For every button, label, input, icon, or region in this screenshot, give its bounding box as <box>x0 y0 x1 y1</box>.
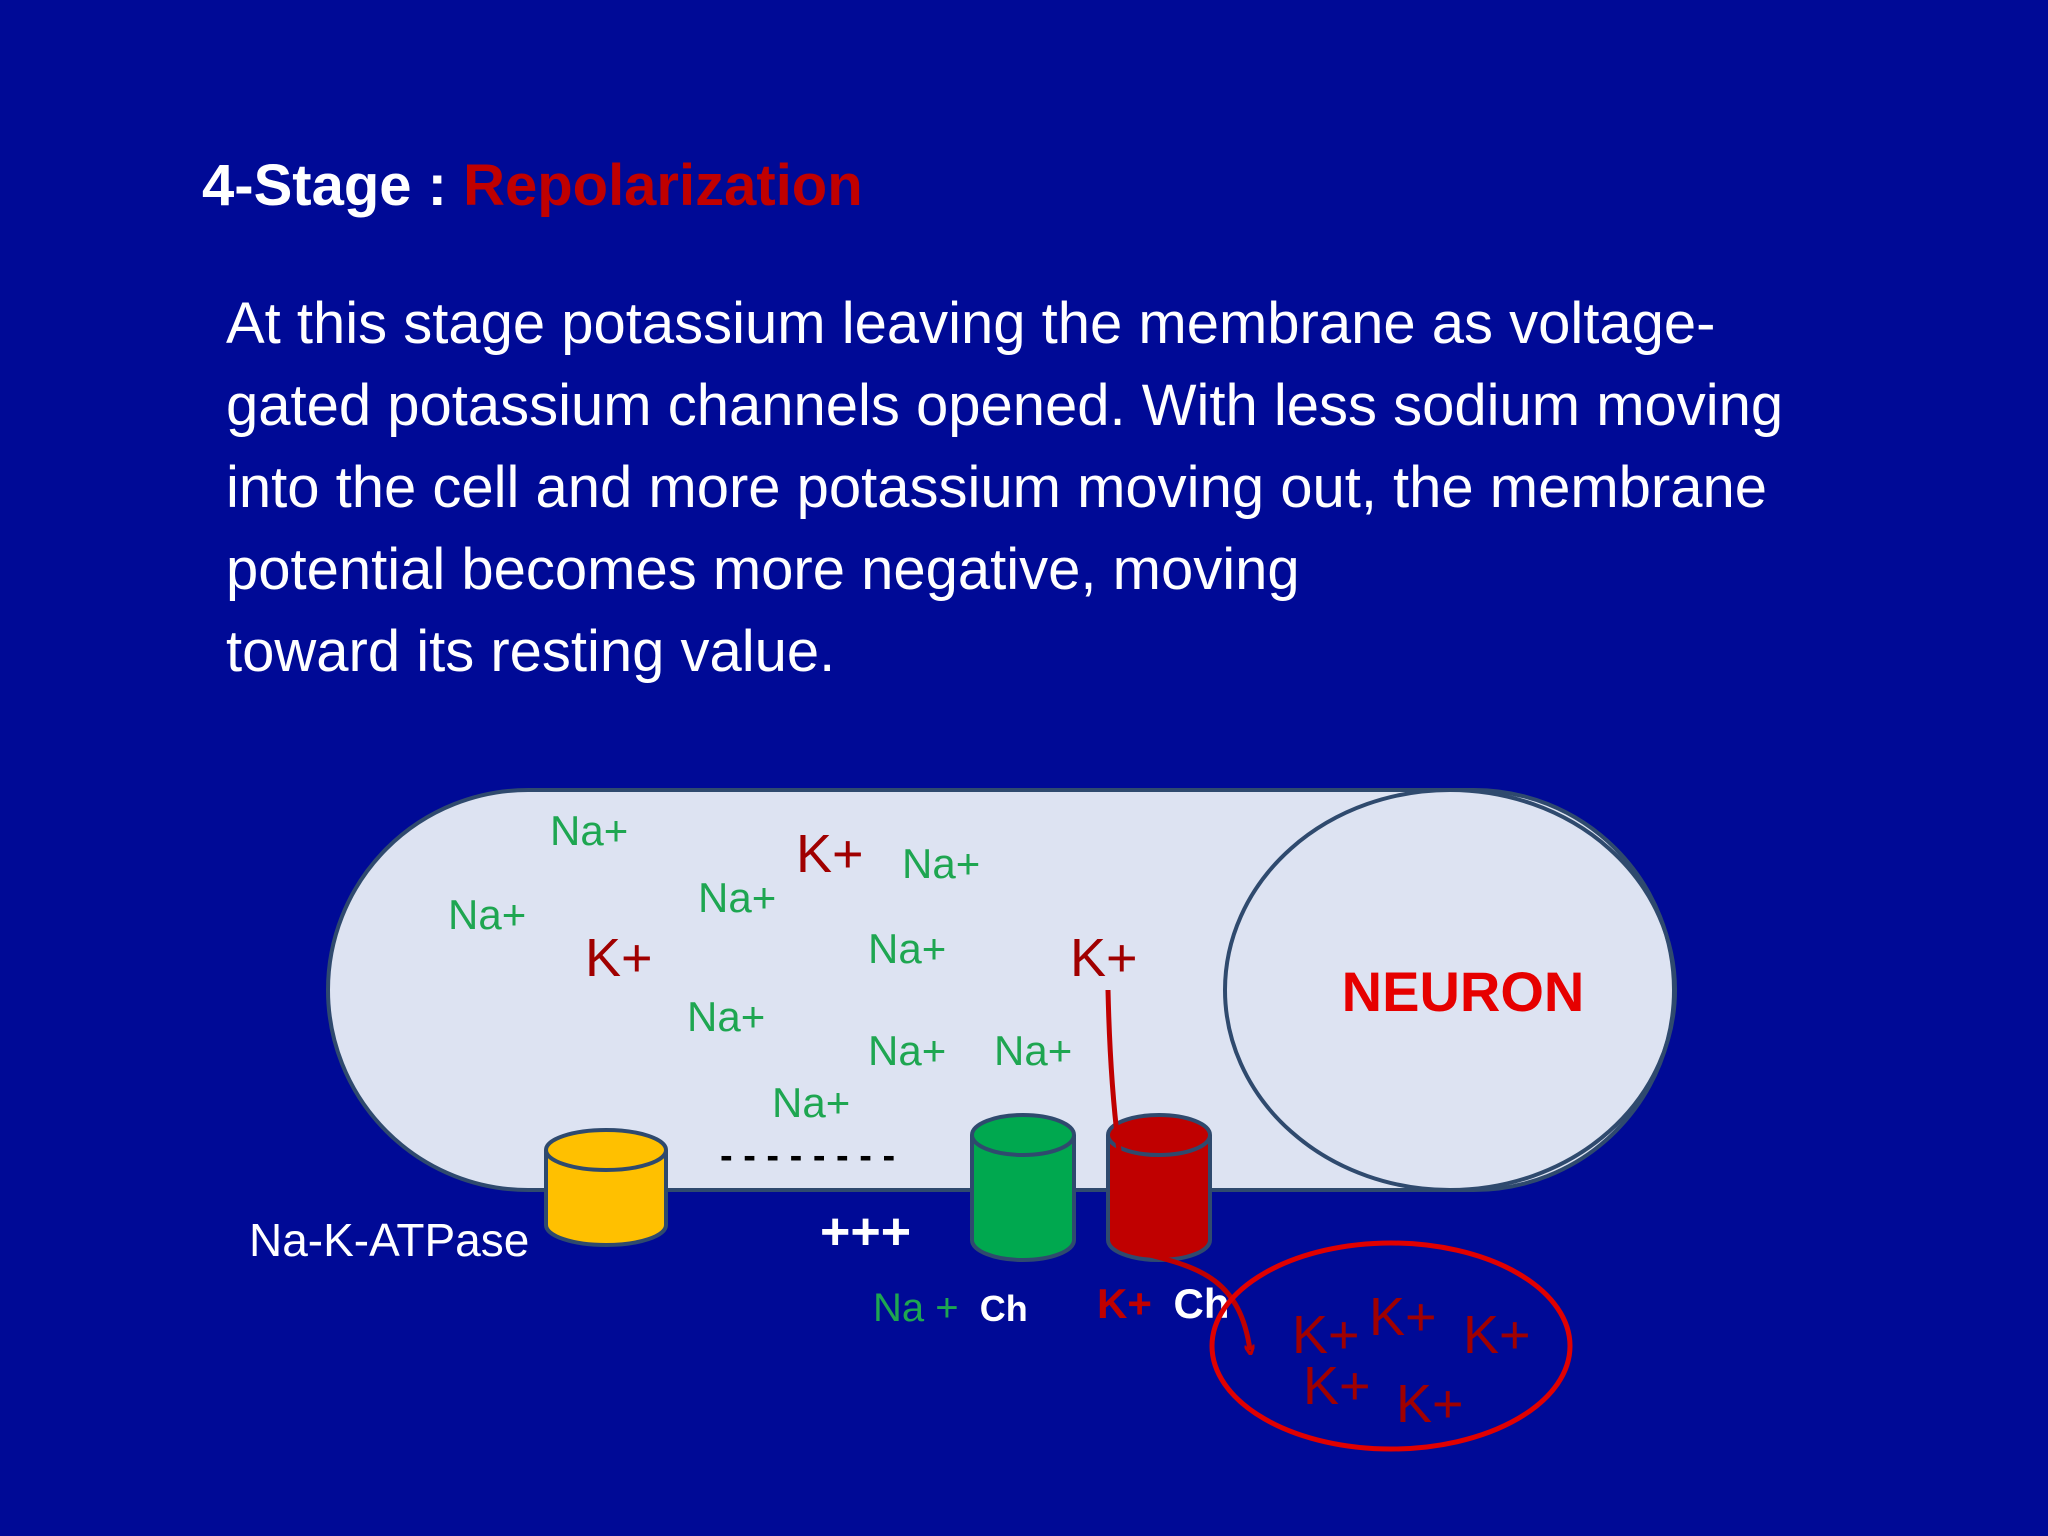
sodium-channel-suffix: Ch <box>980 1288 1028 1329</box>
potassium-channel-ion: K+ <box>1097 1280 1152 1327</box>
slide-title: 4-Stage : Repolarization <box>202 152 863 219</box>
potassium-ion: K+ <box>1396 1374 1464 1434</box>
description-line: toward its resting value. <box>226 619 836 684</box>
negative-charge-marks: - - - - - - - - <box>720 1135 895 1177</box>
sodium-ion: Na+ <box>687 993 765 1040</box>
positive-charge-marks: +++ <box>820 1203 911 1261</box>
sodium-channel-ion: Na + <box>873 1286 959 1330</box>
potassium-ion: K+ <box>796 824 864 884</box>
sodium-ion: Na+ <box>698 874 776 921</box>
neuron-label: NEURON <box>1342 960 1585 1023</box>
description-paragraph: At this stage potassium leaving the memb… <box>226 283 2006 693</box>
sodium-ion: Na+ <box>902 840 980 887</box>
sodium-channel <box>970 1113 1076 1262</box>
potassium-efflux-arrow <box>1105 989 1250 1350</box>
description-line: potential becomes more negative, moving <box>226 537 1300 602</box>
intracellular-ions: Na+ Na+ Na+ Na+ Na+ Na+ Na+ Na+ Na+ <box>448 807 1072 1126</box>
potassium-ion: K+ <box>1369 1287 1437 1347</box>
sodium-ion: Na+ <box>448 891 526 938</box>
sodium-ion: Na+ <box>868 925 946 972</box>
extracellular-potassium: K+ K+ K+ K+ K+ <box>1292 1287 1531 1434</box>
extracellular-potassium-ring <box>1209 1240 1573 1452</box>
intracellular-potassium: K+ K+ K+ <box>585 824 1138 988</box>
potassium-channel-label: K+ Ch <box>1097 1280 1230 1327</box>
sodium-ion: Na+ <box>994 1027 1072 1074</box>
sodium-ion: Na+ <box>550 807 628 854</box>
sodium-channel-label: Na + Ch <box>873 1286 1028 1330</box>
neuron-end-cap <box>1223 788 1677 1192</box>
potassium-ion: K+ <box>1303 1356 1371 1416</box>
na-k-atpase-pump <box>544 1128 668 1247</box>
potassium-ion: K+ <box>1292 1305 1360 1365</box>
description-line: gated potassium channels opened. With le… <box>226 373 1784 438</box>
title-highlight: Repolarization <box>463 153 863 218</box>
potassium-ion: K+ <box>1463 1305 1531 1365</box>
pump-label: Na-K-ATPase <box>249 1214 529 1266</box>
description-line: into the cell and more potassium moving … <box>226 455 1768 520</box>
title-prefix: 4-Stage : <box>202 153 464 218</box>
description-line: At this stage potassium leaving the memb… <box>226 291 1716 356</box>
potassium-ion: K+ <box>1070 928 1138 988</box>
sodium-ion: Na+ <box>772 1079 850 1126</box>
potassium-ion: K+ <box>585 928 653 988</box>
sodium-ion: Na+ <box>868 1027 946 1074</box>
